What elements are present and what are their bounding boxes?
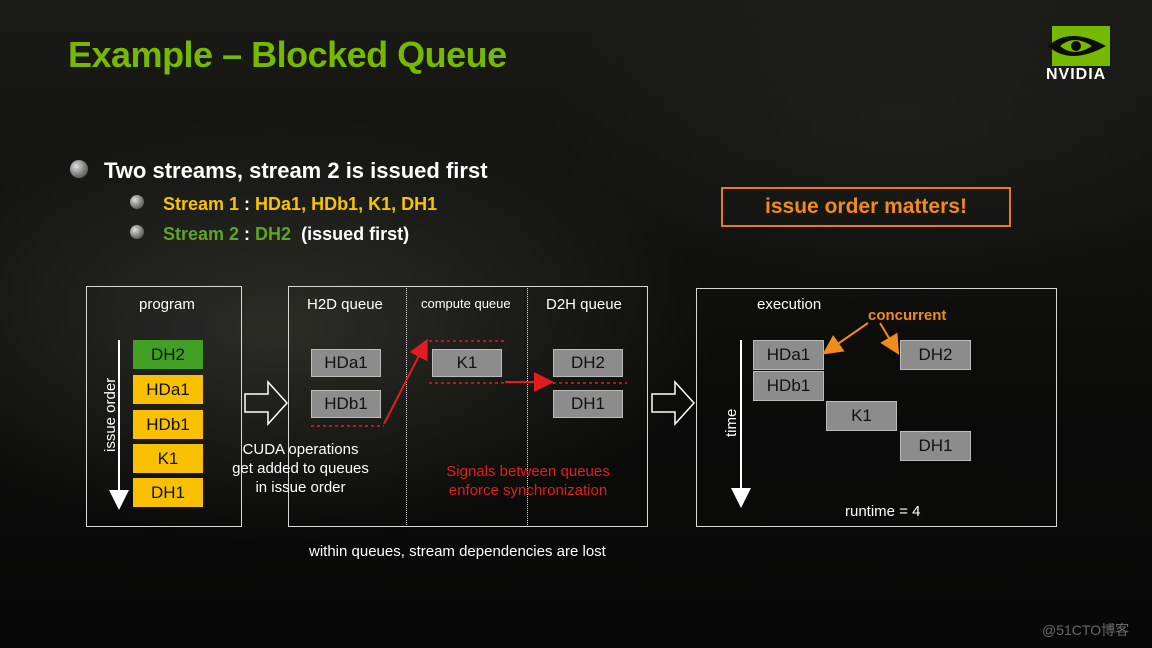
stream2-sep: : — [239, 224, 256, 244]
execution-item: HDa1 — [753, 340, 824, 370]
queues-footer: within queues, stream dependencies are l… — [309, 543, 606, 560]
issue-order-label: issue order — [102, 377, 119, 452]
program-item: K1 — [133, 444, 203, 473]
queue-divider — [406, 286, 407, 527]
nvidia-eye-logo-icon — [1048, 26, 1110, 66]
signal-caption-line: enforce synchronization — [448, 482, 608, 499]
queue-caption: CUDA operations get added to queues in i… — [223, 440, 378, 497]
execution-item: HDb1 — [753, 371, 824, 401]
callout-box: issue order matters! — [721, 187, 1011, 227]
queue-caption-line: in issue order — [255, 479, 346, 496]
signal-caption: Signals between queues enforce synchroni… — [428, 462, 628, 500]
bullet-main: Two streams, stream 2 is issued first — [104, 158, 488, 183]
program-item: HDb1 — [133, 410, 203, 439]
time-axis-label: time — [723, 408, 740, 437]
h2d-queue-item: HDb1 — [311, 390, 381, 418]
bullet-stream1: Stream 1 : HDa1, HDb1, K1, DH1 — [163, 194, 437, 215]
execution-item: DH1 — [900, 431, 971, 461]
slide-title: Example – Blocked Queue — [68, 34, 507, 75]
signal-caption-line: Signals between queues — [446, 463, 610, 480]
watermark: @51CTO博客 — [1042, 622, 1130, 638]
stream1-label: Stream 1 — [163, 194, 240, 214]
queue-caption-line: get added to queues — [232, 460, 369, 477]
d2h-queue-header: D2H queue — [546, 296, 622, 313]
queue-divider — [527, 286, 528, 527]
compute-queue-header: compute queue — [421, 296, 511, 311]
queues-panel — [288, 286, 648, 527]
h2d-queue-header: H2D queue — [307, 296, 383, 313]
execution-panel — [696, 288, 1057, 527]
d2h-queue-item: DH1 — [553, 390, 623, 418]
bullet-dot-icon — [70, 160, 88, 178]
stream2-ops: DH2 — [255, 224, 292, 244]
bullet-dot-icon — [130, 195, 144, 209]
stream1-ops: HDa1, HDb1, K1, DH1 — [255, 194, 438, 214]
brand-wordmark: NVIDIA — [1046, 66, 1107, 83]
compute-queue-item: K1 — [432, 349, 502, 377]
execution-item: DH2 — [900, 340, 971, 370]
bullet-stream2: Stream 2 : DH2 (issued first) — [163, 224, 409, 245]
program-panel — [86, 286, 242, 527]
execution-header: execution — [757, 296, 822, 313]
stream2-note: (issued first) — [301, 224, 410, 244]
program-item: DH1 — [133, 478, 203, 507]
h2d-queue-item: HDa1 — [311, 349, 381, 377]
bullet-dot-icon — [130, 225, 144, 239]
concurrent-label: concurrent — [868, 307, 947, 324]
stream2-label: Stream 2 — [163, 224, 240, 244]
d2h-queue-item: DH2 — [553, 349, 623, 377]
program-item: HDa1 — [133, 375, 203, 404]
runtime-label: runtime = 4 — [845, 503, 921, 520]
queue-caption-line: CUDA operations — [242, 441, 359, 458]
stream1-sep: : — [239, 194, 256, 214]
program-item: DH2 — [133, 340, 203, 369]
execution-item: K1 — [826, 401, 897, 431]
program-header: program — [139, 296, 195, 313]
